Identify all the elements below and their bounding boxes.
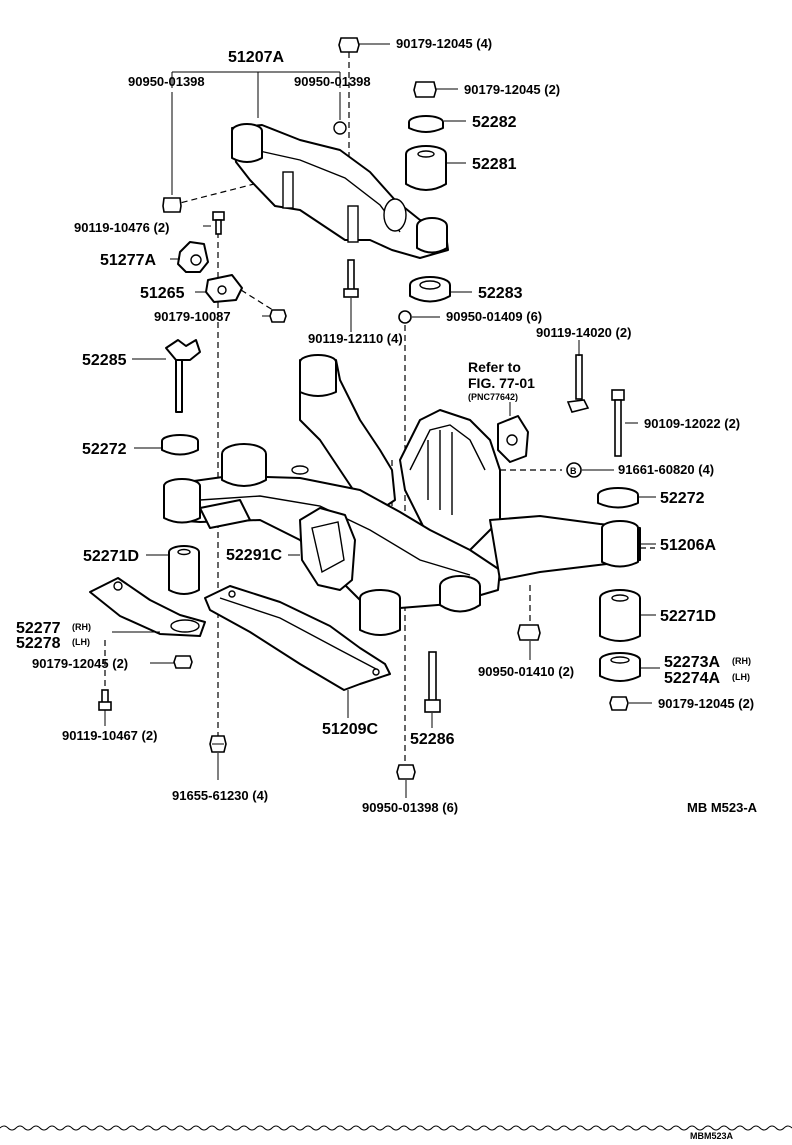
footer-code: MBM523A: [690, 1131, 734, 1140]
label-top-nut: 90179-12045 (4): [396, 36, 492, 51]
bolt-icon: [343, 259, 359, 298]
brace: [204, 585, 391, 691]
nut-icon: [269, 309, 287, 323]
label-right-bolt-long: 90109-12022 (2): [644, 416, 740, 431]
label-nut-upper-right: 90179-12045 (2): [464, 82, 560, 97]
svg-text:B: B: [570, 466, 577, 476]
label-refer-to: Refer to: [468, 359, 521, 375]
label-left-bolt: 90119-10476 (2): [74, 220, 169, 235]
label-51207a: 51207A: [228, 49, 284, 66]
label-52272-left: 52272: [82, 441, 127, 458]
nut-icon: [162, 197, 182, 213]
bolt-icon: [611, 389, 625, 457]
bolt-icon: [566, 354, 590, 413]
bushing-icon: [599, 589, 641, 642]
label-51209c: 51209C: [322, 721, 378, 738]
nut-icon: [609, 696, 629, 711]
label-left-nut-bottom: 90179-12045 (2): [32, 656, 128, 671]
nut-icon: [517, 624, 541, 641]
label-52271d-right: 52271D: [660, 608, 716, 625]
figure-code: MB M523-A: [687, 800, 758, 815]
label-left-nut: 90179-10087: [154, 309, 231, 324]
label-51277a: 51277A: [100, 252, 156, 269]
label-center-nut-bottom: 90950-01398 (6): [362, 800, 458, 815]
label-left-bolt-lowest: 91655-61230 (4): [172, 788, 268, 803]
label-52274a: 52274A: [664, 670, 720, 687]
label-left-bolt-bottom: 90119-10467 (2): [62, 728, 157, 743]
label-fastener-right: 90950-01398: [294, 74, 371, 89]
label-51265: 51265: [140, 285, 185, 302]
label-right-washer: 91661-60820 (4): [618, 462, 714, 477]
label-52272-right: 52272: [660, 490, 705, 507]
page-bottom-edge: MBM523A: [0, 1125, 792, 1141]
mount-icon: [205, 274, 243, 303]
label-52277: 52277: [16, 620, 61, 637]
cushion-icon: [597, 487, 639, 509]
label-right-nut: 90950-01410 (2): [478, 664, 574, 679]
label-lh-tag-left: (LH): [72, 637, 90, 647]
label-fastener-left: 90950-01398: [128, 74, 205, 89]
cushion-icon: [408, 115, 444, 133]
label-52286: 52286: [410, 731, 455, 748]
nut-icon: [173, 655, 193, 669]
washer-icon: [209, 735, 227, 753]
label-52282: 52282: [472, 114, 517, 131]
label-52273a: 52273A: [664, 654, 720, 671]
label-right-nut-bottom: 90179-12045 (2): [658, 696, 754, 711]
bushing-icon: [168, 545, 200, 595]
label-52283: 52283: [478, 285, 523, 302]
bushing-icon: [405, 145, 447, 191]
main-crossmember: [163, 354, 641, 636]
label-center-bolt: 90119-12110 (4): [308, 331, 403, 346]
bolt-icon: [98, 689, 112, 711]
stopper-icon: [165, 339, 201, 413]
nut-icon: [398, 310, 412, 324]
nut-icon: [396, 764, 416, 780]
label-rh-tag-right: (RH): [732, 656, 751, 666]
label-52291c: 52291C: [226, 547, 282, 564]
washer-icon: B: [566, 462, 582, 478]
label-lh-tag-right: (LH): [732, 672, 750, 682]
bracket-icon: [177, 241, 209, 273]
label-52281: 52281: [472, 156, 517, 173]
label-51206a: 51206A: [660, 537, 716, 554]
plate-icon: [89, 577, 206, 637]
label-pnc: (PNC77642): [468, 392, 518, 402]
nut-icon: [338, 37, 360, 53]
label-right-bolt-small: 90119-14020 (2): [536, 325, 631, 340]
bolt-icon: [212, 211, 225, 235]
label-nut-small: 90950-01409 (6): [446, 309, 542, 324]
label-rh-tag-left: (RH): [72, 622, 91, 632]
cushion-icon: [409, 276, 451, 303]
label-52271d-left: 52271D: [83, 548, 139, 565]
label-52278: 52278: [16, 635, 61, 652]
mount-icon: [497, 415, 529, 463]
bolt-icon: [424, 651, 441, 713]
upper-crossmember: [231, 121, 449, 259]
label-52285: 52285: [82, 352, 127, 369]
cushion-icon: [161, 434, 199, 456]
nut-icon: [413, 81, 437, 98]
cushion-icon: [599, 652, 641, 682]
label-fig-ref: FIG. 77-01: [468, 375, 535, 391]
